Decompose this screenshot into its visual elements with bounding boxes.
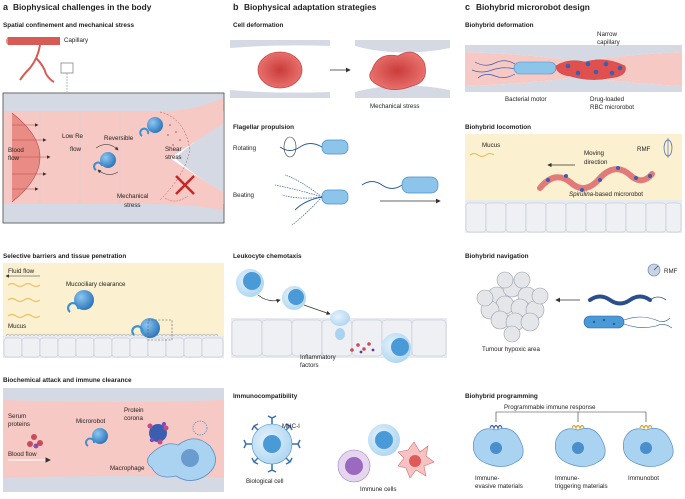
navigation-illustration <box>476 263 673 343</box>
immune-cells-label: Immune cells <box>360 486 396 493</box>
blood-flow-label-a3: Blood flow <box>8 451 37 458</box>
serum-label-2: proteins <box>8 421 30 428</box>
b2-title: Flagellar propulsion <box>233 124 294 131</box>
c1-title: Biohybrid deformation <box>465 22 534 29</box>
c4-title: Biohybrid programming <box>465 393 538 400</box>
tumour-label: Tumour hypoxic area <box>482 346 540 353</box>
mucus-region <box>3 263 224 358</box>
corona-label-2: corona <box>124 415 143 422</box>
macrophage-label: Macrophage <box>110 465 145 472</box>
mucociliary-label: Mucociliary clearance <box>66 281 126 288</box>
evasive-label-2: evasive materials <box>475 483 523 490</box>
capillary-label: Capillary <box>64 37 89 44</box>
inflammatory-label-1: Inflammatory <box>300 354 337 361</box>
biohybrid-locomotion-illustration <box>465 134 682 233</box>
c3-title: Biohybrid navigation <box>465 253 529 260</box>
microrobot-label-a: Microrobot <box>76 418 106 425</box>
mucus-label-a: Mucus <box>8 323 26 330</box>
panel-a-letter: a <box>3 2 9 12</box>
serum-label-1: Serum <box>8 413 26 420</box>
panel-b: b Biophysical adaptation strategies Cell… <box>230 2 450 493</box>
narrow-label-2: capillary <box>597 39 621 46</box>
panel-b-title: Biophysical adaptation strategies <box>244 2 377 12</box>
blood-flow-label-1: Blood <box>8 147 24 154</box>
bact-motor-label: Bacterial motor <box>505 96 547 103</box>
low-re-label: Low Re <box>62 133 84 140</box>
shear-label-1: Shear <box>165 146 182 153</box>
corona-label-1: Protein <box>124 407 144 414</box>
narrow-label-1: Narrow <box>597 31 617 38</box>
mech-stress-label-b: Mechanical stress <box>370 103 420 110</box>
cell-deformation-illustration <box>230 40 450 98</box>
flagellar-illustration <box>274 136 441 226</box>
biohybrid-deformation-illustration <box>465 45 682 92</box>
c2-title: Biohybrid locomotion <box>465 124 531 131</box>
moving-label-1: Moving <box>584 150 605 157</box>
evasive-label-1: Immune- <box>475 475 499 482</box>
trigger-label-1: Immune- <box>555 475 579 482</box>
shear-label-2: stress <box>165 154 182 161</box>
prog-immune-label: Programmable immune response <box>504 404 596 411</box>
spirulina-rest: -based microrobot <box>593 191 643 198</box>
inflammatory-label-2: factors <box>300 362 319 369</box>
panel-a-title: Biophysical challenges in the body <box>13 2 152 12</box>
rotating-label: Rotating <box>233 145 257 152</box>
capillary-illustration <box>6 37 74 92</box>
mhc-label: MHC-I <box>282 423 300 430</box>
a2-title: Selective barriers and tissue penetratio… <box>3 253 126 260</box>
trigger-label-2: triggering materials <box>555 483 608 490</box>
mucus-label-c: Mucus <box>482 142 500 149</box>
rmf-label-2: RMF <box>664 268 678 275</box>
chemotaxis-illustration <box>231 269 447 363</box>
spirulina-label: Spirulina-based microrobot <box>569 191 643 198</box>
panel-b-letter: b <box>233 2 239 12</box>
reversible-label-1: Reversible <box>104 135 134 142</box>
b4-title: Immunocompatibility <box>233 393 298 400</box>
panel-c: c Biohybrid microrobot design Biohybrid … <box>465 2 682 490</box>
panel-c-letter: c <box>465 2 470 12</box>
mech-stress-label-2: stress <box>124 202 141 209</box>
programming-illustration <box>472 411 674 467</box>
a1-title: Spatial confinement and mechanical stres… <box>3 22 134 29</box>
immunocompat-illustration <box>243 415 435 483</box>
spirulina-italic: Spirulina <box>569 191 594 198</box>
moving-label-2: direction <box>584 159 608 166</box>
b3-title: Leukocyte chemotaxis <box>233 253 302 260</box>
immunobot-label: Immunobot <box>628 475 659 482</box>
rmf-label-1: RMF <box>637 146 651 153</box>
drug-label-1: Drug-loaded <box>590 96 625 103</box>
panel-a: a Biophysical challenges in the body Spa… <box>2 2 225 492</box>
immune-vessel <box>3 388 224 492</box>
a3-title: Biochemical attack and immune clearance <box>3 377 132 384</box>
fluid-flow-label: Fluid flow <box>8 268 35 275</box>
vessel-box <box>2 92 225 224</box>
blood-flow-label-2: flow <box>8 155 20 162</box>
b1-title: Cell deformation <box>233 22 284 29</box>
panel-c-title: Biohybrid microrobot design <box>476 2 590 12</box>
drug-label-2: RBC microrobot <box>590 104 634 111</box>
mech-stress-label-1: Mechanical <box>117 193 148 200</box>
bio-cell-label: Biological cell <box>246 478 284 485</box>
beating-label: Beating <box>233 192 255 199</box>
reversible-label-2: flow <box>70 146 82 153</box>
